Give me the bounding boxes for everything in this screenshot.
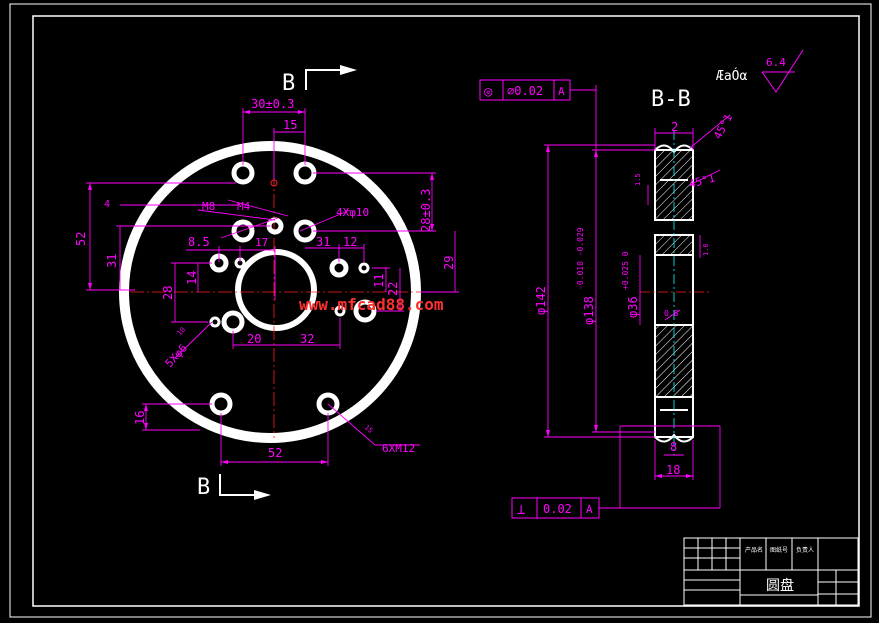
hole: [358, 262, 370, 274]
r-1-5: 1.5: [634, 173, 642, 186]
roughness-symbol: ÆaÓα 6.4: [716, 49, 804, 93]
tb-header-3: 负责人: [796, 546, 814, 554]
dim-17: 17: [255, 236, 268, 249]
section-arrows: [546, 145, 693, 478]
dim-phi36: φ36: [626, 296, 640, 318]
hole: [353, 299, 377, 323]
hole: [293, 219, 317, 243]
front-view: 30±0.3 15 52 31 4 M8 M4 4Xφ10 28±0.3 29 …: [74, 65, 459, 500]
hole: [329, 258, 349, 278]
outer-border: [9, 3, 872, 618]
dim-phi36-tol: +0.025 0: [621, 251, 630, 290]
section-title: B-B: [651, 87, 691, 112]
label-5x-phi6: 5Xφ6: [163, 342, 190, 370]
section-marker-top: B: [282, 65, 357, 96]
label-4x-phi10: 4Xφ10: [336, 206, 369, 219]
hole: [221, 310, 245, 334]
inner-border: [32, 15, 860, 607]
dim-28-left: 28: [161, 286, 175, 300]
title-block: [683, 537, 859, 606]
hole: [266, 217, 284, 235]
watermark: www.mfcad88.com: [299, 295, 444, 314]
dim-4: 4: [104, 199, 110, 210]
dim-31-left: 31: [105, 254, 119, 268]
tb-header-2: 图纸号: [770, 546, 788, 554]
chamfer-top: 45°1: [711, 112, 735, 142]
dim-52-bottom: 52: [268, 446, 282, 460]
dim-31-mid: 31: [316, 235, 330, 249]
section-letter-top: B: [282, 71, 295, 96]
tb-header-1: 产品名: [745, 546, 763, 554]
hole: [209, 316, 221, 328]
dim-20: 20: [247, 332, 261, 346]
front-dimension-lines: [86, 108, 459, 466]
label-m4: M4: [237, 200, 251, 213]
center-bore: [235, 249, 317, 331]
tol-top-datum: A: [558, 85, 565, 98]
dim-0-8: 0.8: [664, 309, 679, 318]
dim-small-a: 10: [176, 326, 188, 338]
front-arrows: [88, 110, 434, 464]
dim-52-left: 52: [74, 232, 88, 246]
dim-32: 32: [300, 332, 314, 346]
dim-30: 30±0.3: [251, 97, 294, 111]
r-1-6: 1.6: [702, 243, 710, 256]
dim-15: 15: [283, 118, 297, 132]
hole: [293, 161, 317, 185]
tol-top-symbol: ◎: [484, 84, 493, 100]
part-name: 圆盘: [766, 577, 794, 594]
section-letter-bottom: B: [197, 475, 210, 500]
tol-bottom-symbol: ⊥: [517, 502, 525, 518]
dim-14: 14: [185, 271, 199, 285]
tol-top-value: ∅0.02: [507, 84, 543, 98]
label-6x-m12: 6XM12: [382, 442, 415, 455]
dim-12: 12: [343, 235, 357, 249]
section-view: B-B: [479, 49, 804, 519]
dim-29: 29: [442, 256, 456, 270]
roughness-note: ÆaÓα: [716, 68, 747, 84]
dim-8-5: 8.5: [188, 235, 210, 249]
hole: [231, 161, 255, 185]
dim-2: 2: [671, 120, 678, 134]
dim-28-right: 28±0.3: [419, 189, 433, 232]
title-block-text: 产品名 图纸号 负责人 圆盘: [745, 546, 814, 594]
hole: [231, 219, 255, 243]
dim-22: 22: [386, 282, 400, 296]
dim-16: 16: [133, 411, 147, 425]
hole: [334, 305, 346, 317]
tolerance-frame-top: ◎ ∅0.02 A: [479, 79, 596, 101]
dim-phi138: φ138: [582, 296, 596, 325]
dim-phi142: φ142: [534, 286, 548, 315]
roughness-value: 6.4: [766, 56, 786, 69]
tol-bottom-value: 0.02: [543, 502, 572, 516]
label-m8: M8: [202, 200, 215, 213]
dim-11: 11: [372, 274, 386, 288]
section-marker-bottom: B: [197, 474, 271, 500]
dim-phi138-tol: -0.010 -0.029: [576, 227, 585, 290]
hole: [209, 392, 233, 416]
tol-bottom-datum: A: [586, 503, 593, 516]
dim-8: 8: [670, 440, 677, 454]
dim-small-b: 15: [363, 423, 375, 435]
dim-18: 18: [666, 463, 680, 477]
tolerance-frame-bottom: ⊥ 0.02 A: [511, 497, 600, 519]
